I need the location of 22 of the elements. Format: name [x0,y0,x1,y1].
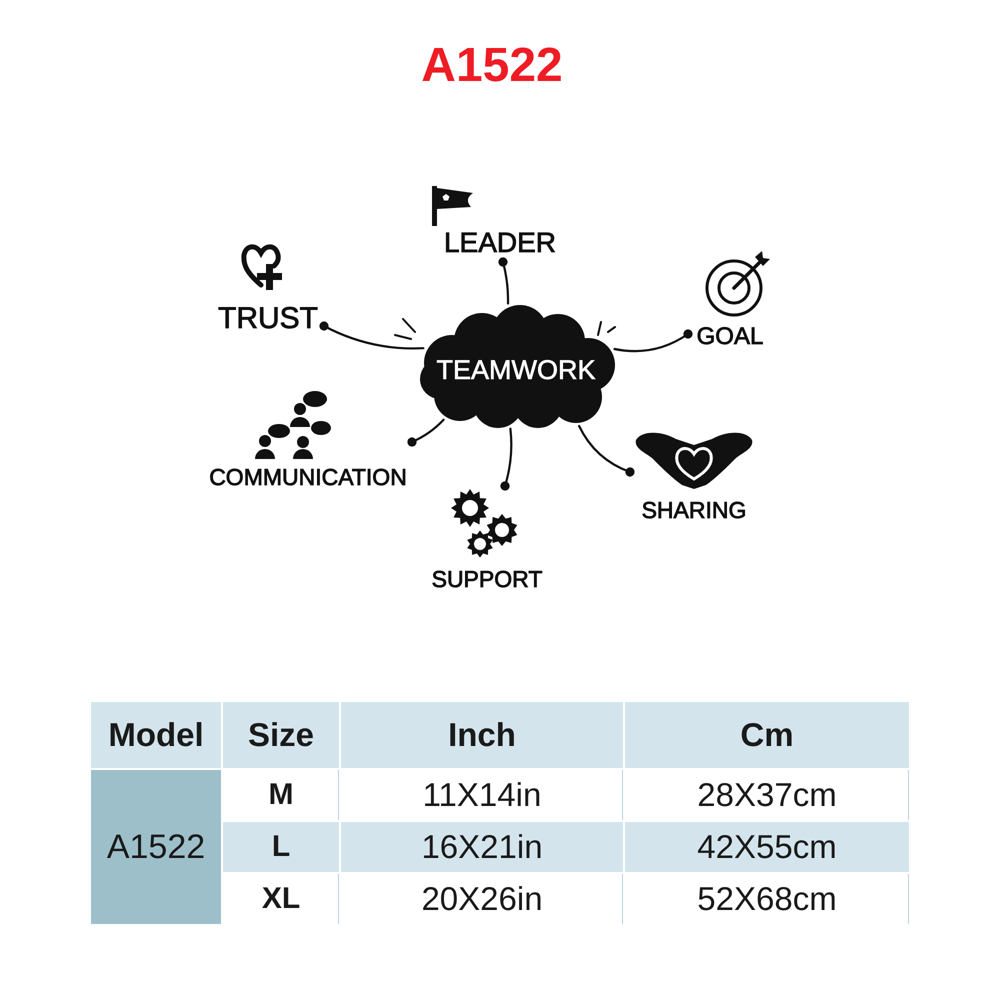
connector-line [498,257,510,305]
concept-label: SHARING [640,496,748,524]
concept-label: TRUST [217,301,319,337]
concept-label: GOAL [696,322,764,352]
column-header: Size [223,702,339,768]
connector-line [319,321,424,350]
node-label: TEAMWORK [436,354,596,386]
connector-line [613,329,693,352]
table-cell: 16X21in [341,822,623,872]
concept-label: SUPPORT [430,564,544,594]
table-cell: 42X55cm [625,822,909,872]
column-header: Inch [341,702,623,768]
row-header: A1522 [91,770,221,924]
connector-line [500,428,512,491]
connector-line [407,418,445,447]
column-header: Model [91,702,221,768]
column-header: Cm [625,702,909,768]
title: A1522 [420,40,564,93]
concept-label: LEADER [444,226,556,260]
concept-label: COMMUNICATION [208,462,408,492]
table-cell: L [223,822,339,872]
connector-line [578,424,635,477]
